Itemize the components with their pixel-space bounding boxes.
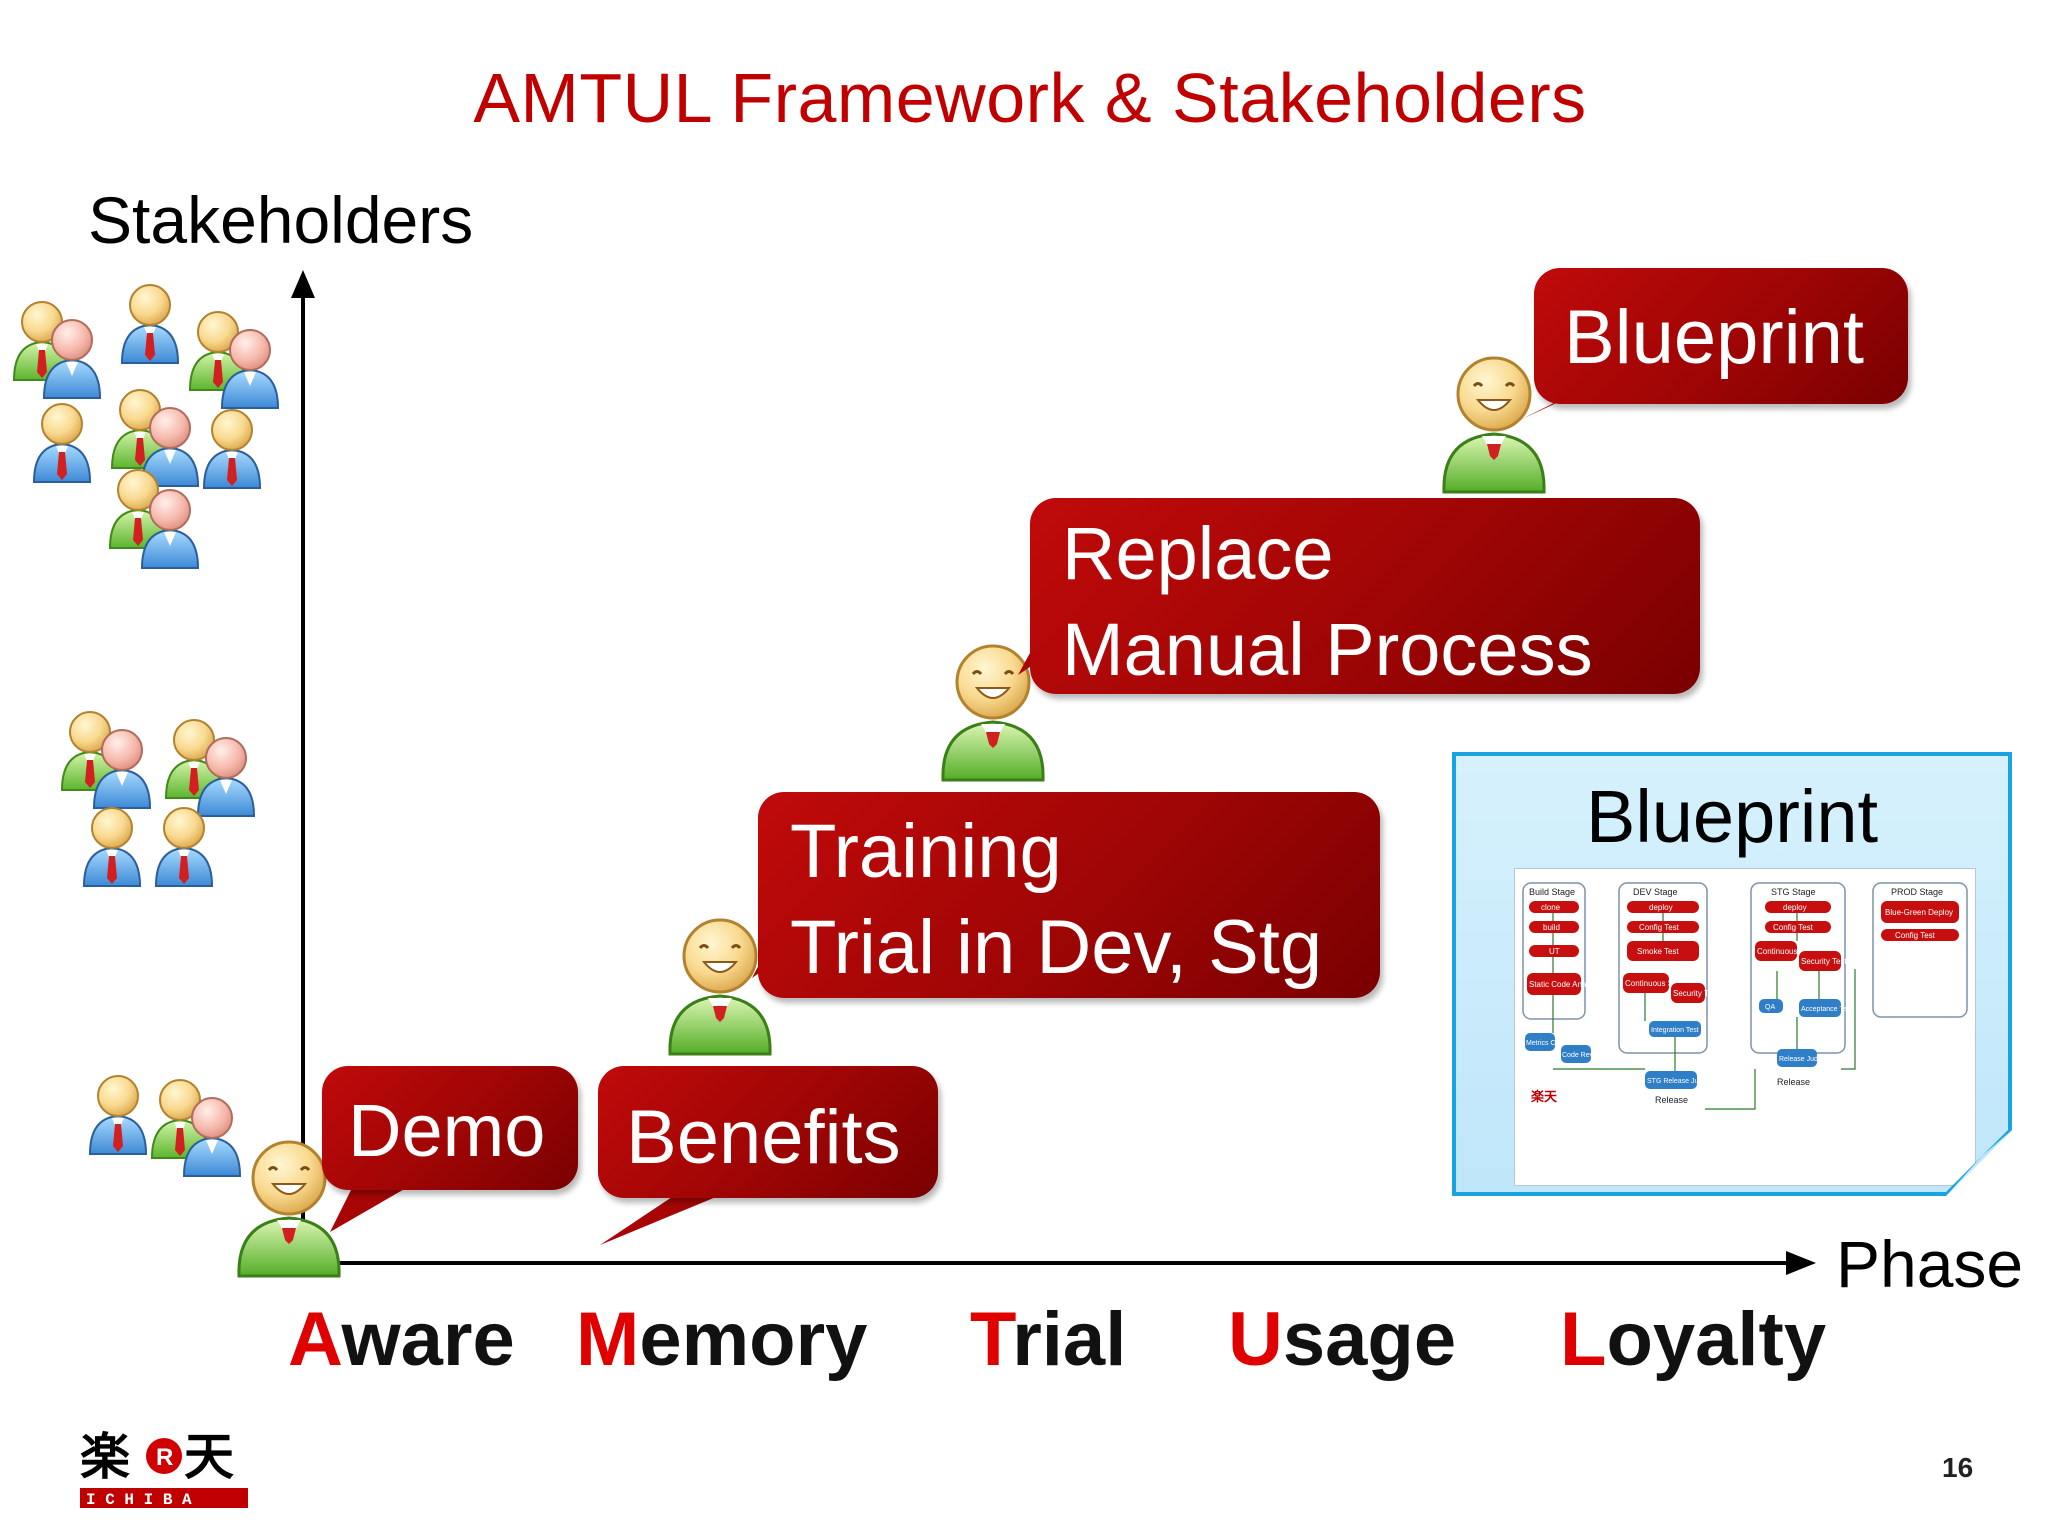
blueprint-bubble: Blueprint xyxy=(1534,268,1908,404)
pipeline-extra-label: Release xyxy=(1777,1077,1810,1087)
pipeline-step: deploy xyxy=(1649,903,1673,912)
phase-usage: Usage xyxy=(1228,1296,1456,1383)
benefits-bubble: Benefits xyxy=(598,1066,938,1198)
page-number: 16 xyxy=(1942,1452,1974,1483)
pipeline-logo: 楽天 xyxy=(1530,1089,1558,1105)
training-bubble-line-1: Training xyxy=(790,809,1062,894)
pipeline-step: Config Test xyxy=(1773,923,1814,932)
phase-loyalty: Loyalty xyxy=(1560,1296,1826,1383)
benefits-bubble-text: Benefits xyxy=(626,1095,901,1180)
phase-aware-rest: ware xyxy=(341,1297,515,1382)
y-axis-arrowhead xyxy=(291,270,315,298)
pipeline-extra-label: STG Release Judge xyxy=(1647,1078,1710,1085)
pipeline-step: Security Test xyxy=(1673,989,1719,998)
replace-bubble: Replace Manual Process xyxy=(1030,498,1700,694)
person-loyalty xyxy=(1442,356,1546,494)
stakeholder-group-large xyxy=(13,284,279,569)
logo-chars-left: 楽 xyxy=(80,1428,130,1486)
card-folded-corner xyxy=(1942,1126,2012,1196)
blueprint-bubble-text: Blueprint xyxy=(1564,295,1864,380)
pipeline-step: Blue-Green Deploy xyxy=(1885,908,1953,917)
phase-usage-rest: sage xyxy=(1282,1297,1457,1382)
phase-aware: Aware xyxy=(288,1296,515,1383)
phase-loyalty-rest: oyalty xyxy=(1606,1297,1827,1382)
demo-bubble-text: Demo xyxy=(348,1089,546,1172)
pipeline-step: Continuous ST xyxy=(1757,947,1810,956)
pipeline-step: Config Test xyxy=(1895,931,1936,940)
phase-memory-rest: emory xyxy=(639,1297,868,1382)
logo-subtitle: I C H I B A xyxy=(86,1491,192,1509)
pipeline-thumbnail: .stg { fill:#ffffff; stroke:#7e93a8; str… xyxy=(1514,868,1976,1186)
pipeline-step: Config Test xyxy=(1639,923,1680,932)
pipeline-step: Smoke Test xyxy=(1637,947,1679,956)
pipeline-step: Acceptance Test xyxy=(1801,1006,1852,1013)
logo-chars-right: 天 xyxy=(184,1428,234,1486)
stakeholder-group-small xyxy=(89,1075,241,1177)
pipeline-step: UT xyxy=(1549,947,1560,956)
pipeline-step: Static Code Analysis xyxy=(1529,980,1602,989)
pipeline-diagram: .stg { fill:#ffffff; stroke:#7e93a8; str… xyxy=(1522,882,1968,1110)
replace-bubble-line-1: Replace xyxy=(1062,512,1334,595)
demo-bubble: Demo xyxy=(322,1066,578,1190)
y-axis-label: Stakeholders xyxy=(88,183,474,257)
pipeline-step: Continuous ST xyxy=(1625,979,1678,988)
phase-loyalty-initial: L xyxy=(1560,1297,1607,1382)
pipeline-step: Security Test xyxy=(1801,957,1847,966)
pipeline-step: QA xyxy=(1765,1004,1775,1011)
pipeline-step: clone xyxy=(1541,903,1561,912)
pipeline-stage-dev-label: DEV Stage xyxy=(1633,887,1678,897)
pipeline-step: Release Judge xyxy=(1779,1056,1826,1063)
logo-badge xyxy=(146,1438,182,1474)
x-axis-label: Phase xyxy=(1836,1227,2024,1301)
phase-usage-initial: U xyxy=(1228,1297,1283,1382)
phase-trial-initial: T xyxy=(970,1297,1013,1382)
pipeline-step: deploy xyxy=(1783,903,1807,912)
pipeline-extra-label: Release xyxy=(1655,1095,1688,1105)
pipeline-step: Integration Test xyxy=(1651,1027,1699,1034)
pipeline-stage-stg-label: STG Stage xyxy=(1771,887,1816,897)
pipeline-stage-prod-label: PROD Stage xyxy=(1891,887,1943,897)
rakuten-ichiba-logo: 楽 R 天 I C H I B A xyxy=(80,1424,250,1510)
pipeline-extra-label: Code Review xyxy=(1562,1052,1605,1059)
training-bubble-line-2: Trial in Dev, Stg xyxy=(790,905,1323,990)
training-bubble: Training Trial in Dev, Stg xyxy=(758,792,1380,998)
replace-bubble-line-2: Manual Process xyxy=(1062,608,1593,691)
phase-trial-rest: rial xyxy=(1012,1297,1127,1382)
benefits-bubble-tail xyxy=(600,1185,745,1245)
phase-memory: Memory xyxy=(576,1296,867,1383)
phase-trial: Trial xyxy=(970,1296,1126,1383)
phase-aware-initial: A xyxy=(288,1297,342,1382)
slide-title: AMTUL Framework & Stakeholders xyxy=(473,59,1587,137)
rakuten-logo-graphic: 楽 R 天 I C H I B A xyxy=(80,1428,248,1509)
pipeline-stage-build-label: Build Stage xyxy=(1529,887,1575,897)
person-memory xyxy=(668,918,772,1056)
blueprint-card-title: Blueprint xyxy=(1585,775,1879,858)
x-axis-arrowhead xyxy=(1786,1251,1816,1275)
pipeline-extra-label: Metrics Check xyxy=(1526,1040,1571,1047)
blueprint-card: Blueprint .stg { fill:#ffffff; stroke:#7… xyxy=(1452,752,2012,1196)
pipeline-step: build xyxy=(1543,923,1560,932)
logo-badge-text: R xyxy=(156,1444,173,1471)
demo-bubble-tail xyxy=(330,1180,420,1232)
phase-memory-initial: M xyxy=(576,1297,640,1382)
logo-subtitle-bar xyxy=(80,1488,248,1508)
stakeholder-group-medium xyxy=(61,711,255,887)
